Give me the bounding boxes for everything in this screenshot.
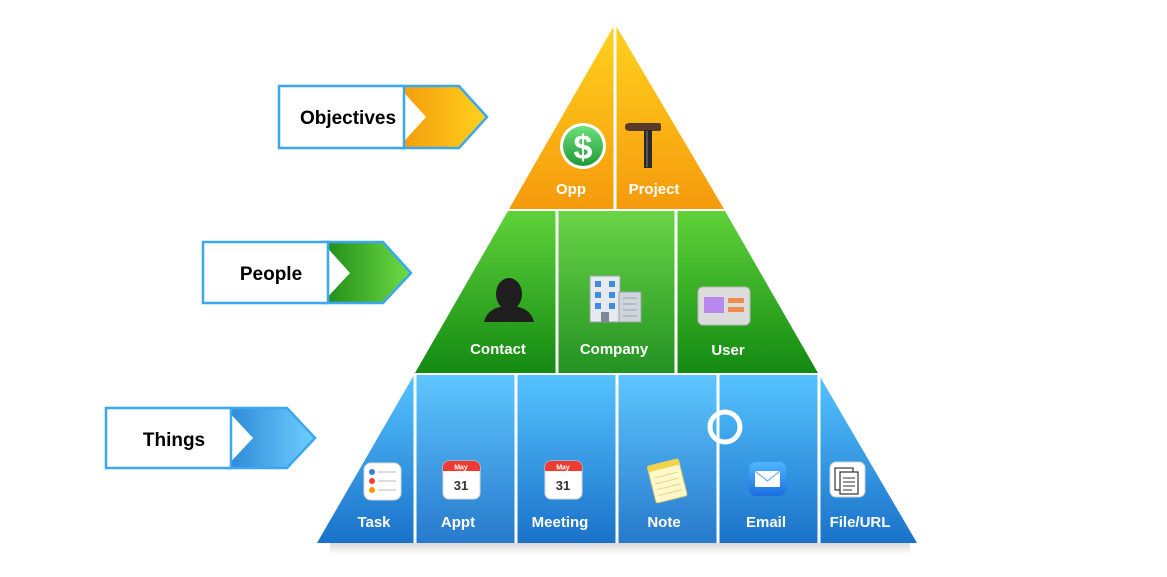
dollar-coin-icon: $ — [560, 123, 606, 169]
calendar-month: May — [454, 465, 468, 472]
things-label: Things — [143, 430, 205, 451]
things-item-task[interactable]: Task — [357, 462, 402, 531]
things-item-label: Meeting — [532, 514, 589, 531]
people-item-contact[interactable]: Contact — [470, 278, 534, 358]
people-item-label: User — [711, 342, 745, 359]
things-tier: Task May 31 Appt May 31 Meeting — [317, 375, 917, 543]
people-label: People — [240, 264, 302, 285]
office-building-icon — [589, 275, 642, 323]
user-card-icon — [697, 286, 751, 326]
objectives-tier: $ Opp Project — [509, 24, 724, 209]
people-arrow-label[interactable]: People — [201, 240, 413, 305]
objectives-item-project[interactable]: Project — [625, 123, 679, 198]
people-item-company[interactable]: Company — [580, 275, 649, 358]
things-item-label: Email — [746, 514, 786, 531]
things-item-appt[interactable]: May 31 Appt — [441, 460, 481, 531]
things-item-label: Task — [357, 514, 391, 531]
calendar-day: 31 — [454, 478, 468, 493]
objectives-item-opp[interactable]: $ Opp — [556, 123, 606, 198]
things-item-label: Note — [647, 514, 680, 531]
objectives-label: Objectives — [300, 108, 396, 129]
people-tier: Contact Company — [415, 211, 818, 373]
envelope-icon — [749, 462, 786, 496]
objectives-label-box — [277, 84, 406, 150]
people-item-label: Company — [580, 341, 649, 358]
people-arrow-head — [322, 242, 411, 303]
things-arrow-label[interactable]: Things — [104, 406, 317, 470]
things-item-meeting[interactable]: May 31 Meeting — [532, 460, 589, 531]
objectives-item-label: Opp — [556, 181, 586, 198]
documents-icon — [829, 461, 866, 498]
cursor-ring-icon — [707, 409, 743, 445]
people-item-user[interactable]: User — [697, 286, 751, 359]
things-item-label: Appt — [441, 514, 475, 531]
pyramid-shadow — [330, 543, 910, 555]
calendar-icon: May 31 — [544, 460, 583, 500]
people-item-label: Contact — [470, 341, 526, 358]
things-item-label: File/URL — [830, 514, 891, 531]
things-item-note[interactable]: Note — [647, 458, 688, 531]
objectives-item-label: Project — [629, 181, 680, 198]
things-arrow-head — [225, 408, 315, 468]
things-item-email[interactable]: Email — [746, 462, 786, 531]
calendar-icon: May 31 — [442, 460, 481, 500]
people-label-box — [201, 240, 330, 305]
task-list-icon — [363, 462, 402, 501]
things-label-box — [104, 406, 233, 470]
objectives-arrow-head — [398, 86, 487, 148]
objectives-arrow-label[interactable]: Objectives — [277, 84, 489, 150]
person-silhouette-icon — [484, 278, 534, 322]
notepad-icon — [647, 458, 688, 504]
calendar-day: 31 — [556, 478, 570, 493]
svg-text:$: $ — [574, 129, 593, 167]
things-item-file-url[interactable]: File/URL — [829, 461, 891, 531]
hammer-icon — [625, 123, 661, 168]
calendar-month: May — [556, 465, 570, 472]
